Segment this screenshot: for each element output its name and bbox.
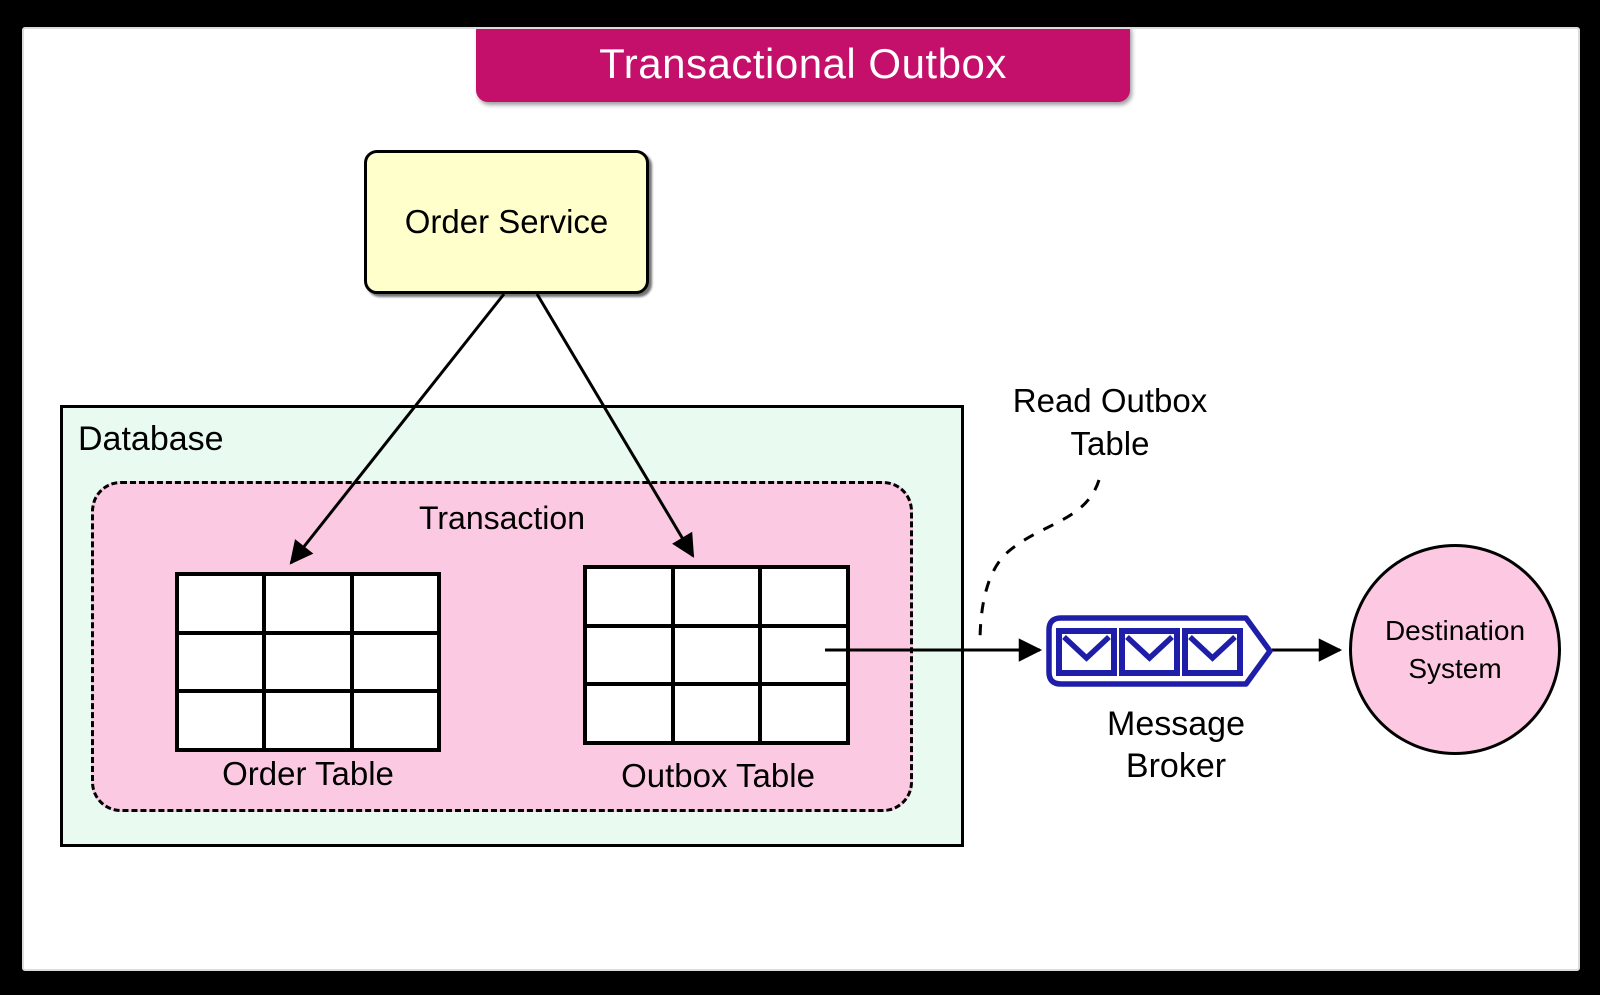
table-cell: [266, 576, 350, 631]
destination-system-line2: System: [1408, 652, 1502, 684]
message-broker-label: Message Broker: [1054, 703, 1298, 787]
table-cell: [179, 634, 263, 690]
table-cell: [353, 693, 437, 748]
table-cell: [674, 686, 759, 741]
outbox-table-grid: [583, 565, 850, 745]
read-outbox-note: Read Outbox Table: [960, 379, 1260, 465]
order-service-label: Order Service: [404, 203, 609, 240]
table-cell: [587, 686, 671, 741]
message-broker-label-line1: Message: [1107, 705, 1245, 743]
message-broker-label-line2: Broker: [1125, 747, 1227, 785]
database-label: Database: [78, 420, 224, 458]
table-cell: [353, 634, 437, 690]
envelope-icon: [1119, 628, 1180, 676]
table-cell: [587, 569, 671, 624]
table-cell: [762, 627, 846, 683]
destination-system-node: Destination System: [1349, 544, 1561, 755]
table-cell: [587, 627, 671, 683]
read-outbox-note-line1: Read Outbox: [1012, 382, 1208, 419]
transaction-label: Transaction: [419, 500, 585, 536]
order-table-grid: [175, 572, 441, 752]
envelope-icon: [1056, 628, 1117, 676]
diagram-title: Transactional Outbox: [599, 39, 1007, 87]
table-cell: [266, 634, 350, 690]
broker-envelopes: [1056, 628, 1243, 676]
outbox-table-label: Outbox Table: [621, 757, 815, 794]
dashed-note-connector: [978, 479, 1101, 644]
diagram-canvas: Transactional Outbox Order Service Datab…: [22, 27, 1580, 971]
table-cell: [762, 686, 846, 741]
table-cell: [353, 576, 437, 631]
order-table-label: Order Table: [222, 755, 394, 792]
message-broker-shape: [1046, 615, 1273, 687]
read-outbox-note-line2: Table: [1070, 425, 1150, 462]
table-cell: [674, 627, 759, 683]
envelope-icon: [1182, 628, 1243, 676]
order-service-node: Order Service: [364, 150, 649, 294]
table-cell: [762, 569, 846, 624]
table-cell: [674, 569, 759, 624]
database-container: Database Transaction Order Table Outbox …: [60, 405, 964, 847]
diagram-title-banner: Transactional Outbox: [476, 29, 1130, 102]
table-cell: [179, 693, 263, 748]
destination-system-line1: Destination: [1384, 614, 1526, 646]
table-cell: [179, 576, 263, 631]
table-cell: [266, 693, 350, 748]
